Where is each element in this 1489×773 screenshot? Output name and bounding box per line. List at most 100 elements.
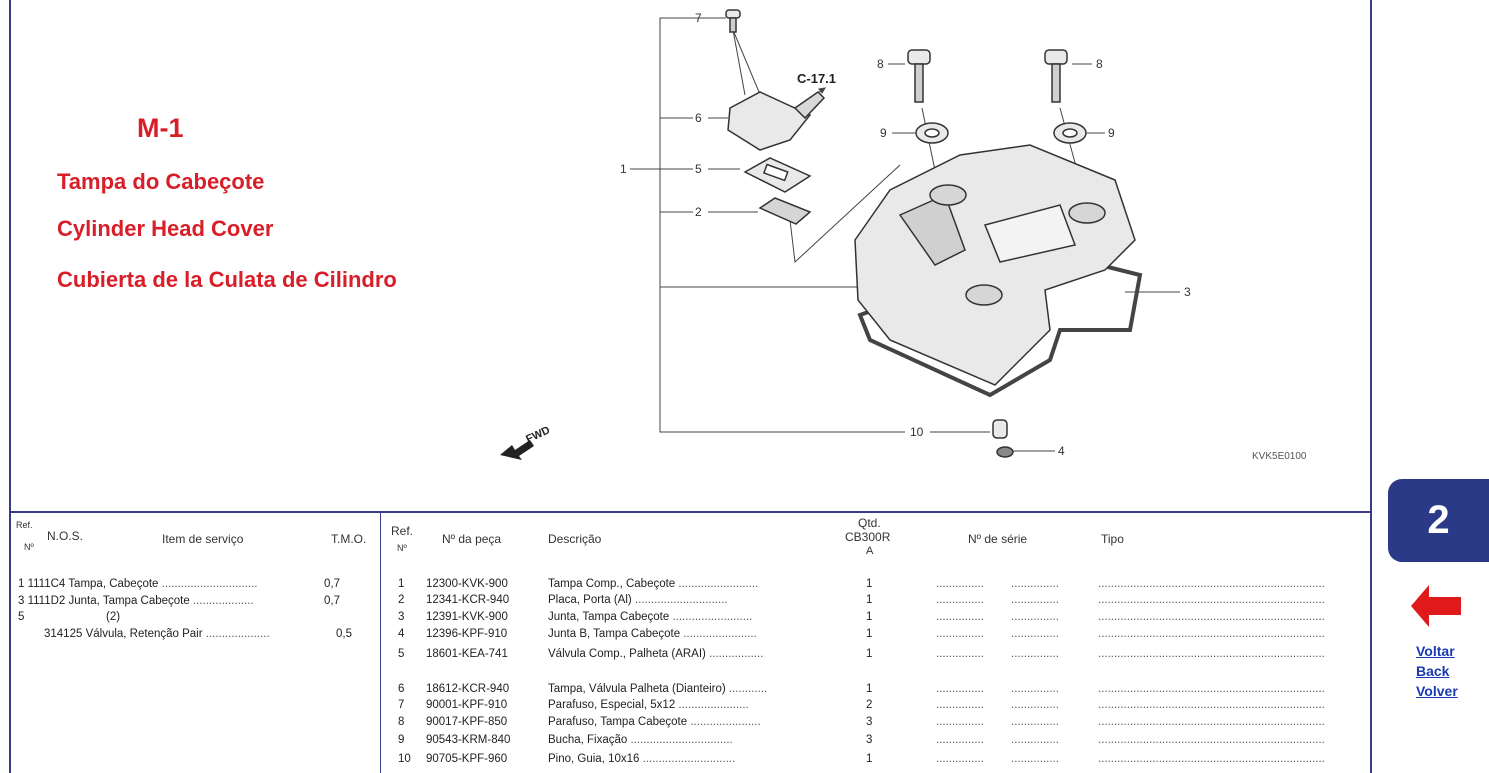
serial-placeholder: ............... bbox=[1011, 648, 1059, 660]
title-english: Cylinder Head Cover bbox=[57, 216, 274, 241]
service-row: 314125 Válvula, Retenção Pair ..........… bbox=[44, 628, 352, 640]
serial-placeholder: ............... bbox=[936, 578, 984, 590]
parts-number-cell: 90001-KPF-910 bbox=[426, 699, 508, 711]
serial-placeholder: ............... bbox=[936, 734, 984, 746]
parts-header-serial: Nº de série bbox=[968, 532, 1028, 546]
serial-placeholder: ............... bbox=[1011, 611, 1059, 623]
callout-5: 5 bbox=[695, 162, 702, 176]
type-placeholder: ........................................… bbox=[1098, 699, 1325, 711]
parts-description-cell: Placa, Porta (Al) ......................… bbox=[548, 594, 728, 606]
svc-header-ref-no: Nº bbox=[24, 542, 34, 552]
type-placeholder: ........................................… bbox=[1098, 594, 1325, 606]
parts-qty-cell: 1 bbox=[866, 611, 873, 623]
serial-placeholder: ............... bbox=[936, 699, 984, 711]
serial-placeholder: ............... bbox=[1011, 753, 1059, 765]
parts-qty-cell: 1 bbox=[866, 753, 873, 765]
exploded-parts-diagram: 7 8 8 6 9 9 1 5 2 3 10 4 C-17.1 FWD KVK5… bbox=[500, 9, 1307, 462]
parts-ref-cell: 9 bbox=[398, 734, 405, 746]
serial-placeholder: ............... bbox=[936, 683, 984, 695]
parts-number-cell: 12396-KPF-910 bbox=[426, 628, 508, 640]
leader-dots: ................. bbox=[705, 648, 764, 660]
image-code: KVK5E0100 bbox=[1252, 451, 1307, 462]
parts-description-cell: Junta, Tampa Cabeçote ..................… bbox=[548, 611, 753, 623]
svc-header-nos: N.O.S. bbox=[47, 529, 84, 543]
parts-qty-cell: 1 bbox=[866, 683, 873, 695]
serial-placeholder: ............... bbox=[936, 628, 984, 640]
callout-reference: C-17.1 bbox=[797, 71, 836, 86]
service-row: 1 1111C4 Tampa, Cabeçote ...............… bbox=[18, 578, 340, 590]
parts-header-variant: A bbox=[866, 545, 874, 557]
leader-dots: ............ bbox=[725, 683, 768, 695]
serial-placeholder: ............... bbox=[936, 716, 984, 728]
type-placeholder: ........................................… bbox=[1098, 734, 1325, 746]
title-portuguese: Tampa do Cabeçote bbox=[57, 169, 265, 194]
volver-link[interactable]: Volver bbox=[1416, 683, 1458, 699]
parts-header-ref-no: Nº bbox=[397, 543, 407, 553]
serial-placeholder: ............... bbox=[936, 611, 984, 623]
service-row: 3 1111D2 Junta, Tampa Cabeçote .........… bbox=[18, 595, 340, 607]
callout-9-left: 9 bbox=[880, 126, 887, 140]
page-number-badge: 2 bbox=[1388, 479, 1489, 562]
parts-description-cell: Parafuso, Tampa Cabeçote ...............… bbox=[548, 716, 761, 728]
parts-header-description: Descrição bbox=[548, 532, 602, 546]
parts-ref-cell: 7 bbox=[398, 699, 405, 711]
parts-qty-cell: 3 bbox=[866, 734, 873, 746]
section-divider bbox=[9, 511, 1372, 513]
table-divider bbox=[380, 511, 381, 773]
parts-header-qty: Qtd. bbox=[858, 516, 881, 530]
parts-qty-cell: 1 bbox=[866, 578, 873, 590]
callout-6: 6 bbox=[695, 111, 702, 125]
serial-placeholder: ............... bbox=[936, 594, 984, 606]
page-frame bbox=[9, 0, 1372, 773]
back-link[interactable]: Back bbox=[1416, 663, 1450, 679]
parts-ref-cell: 5 bbox=[398, 648, 405, 660]
serial-placeholder: ............... bbox=[1011, 699, 1059, 711]
parts-ref-cell: 3 bbox=[398, 611, 405, 623]
serial-placeholder: ............... bbox=[1011, 578, 1059, 590]
parts-number-cell: 90017-KPF-850 bbox=[426, 716, 508, 728]
parts-description-cell: Junta B, Tampa Cabeçote ................… bbox=[548, 628, 757, 640]
leader-dots: ................................ bbox=[627, 734, 733, 746]
callout-10: 10 bbox=[910, 425, 924, 439]
service-row: 5 (2) bbox=[18, 611, 121, 623]
back-arrow-icon[interactable] bbox=[1411, 585, 1461, 627]
leader-dots: ......................... bbox=[669, 611, 753, 623]
serial-placeholder: ............... bbox=[1011, 594, 1059, 606]
serial-placeholder: ............... bbox=[936, 753, 984, 765]
parts-qty-cell: 1 bbox=[866, 628, 873, 640]
type-placeholder: ........................................… bbox=[1098, 683, 1325, 695]
voltar-link[interactable]: Voltar bbox=[1416, 643, 1455, 659]
serial-placeholder: ............... bbox=[1011, 734, 1059, 746]
type-placeholder: ........................................… bbox=[1098, 611, 1325, 623]
callout-8-right: 8 bbox=[1096, 57, 1103, 71]
parts-qty-cell: 2 bbox=[866, 699, 873, 711]
callout-9-right: 9 bbox=[1108, 126, 1115, 140]
serial-placeholder: ............... bbox=[936, 648, 984, 660]
parts-description-cell: Parafuso, Especial, 5x12 ...............… bbox=[548, 699, 749, 711]
callout-7: 7 bbox=[695, 11, 702, 25]
serial-placeholder: ............... bbox=[1011, 628, 1059, 640]
parts-header-ref: Ref. bbox=[391, 524, 414, 538]
type-placeholder: ........................................… bbox=[1098, 716, 1325, 728]
leader-dots: ............................. bbox=[639, 753, 736, 765]
parts-description-cell: Tampa, Válvula Palheta (Dianteiro) .....… bbox=[548, 683, 768, 695]
parts-ref-cell: 4 bbox=[398, 628, 405, 640]
parts-number-cell: 12391-KVK-900 bbox=[426, 611, 508, 623]
section-code: M-1 bbox=[137, 113, 184, 143]
leader-dots: ......................... bbox=[675, 578, 759, 590]
type-placeholder: ........................................… bbox=[1098, 753, 1325, 765]
leader-dots: ...................... bbox=[675, 699, 749, 711]
parts-description-cell: Bucha, Fixação .........................… bbox=[548, 734, 733, 746]
parts-qty-cell: 1 bbox=[866, 648, 873, 660]
leader-dots: ............................. bbox=[631, 594, 728, 606]
callout-1: 1 bbox=[620, 162, 627, 176]
parts-qty-cell: 3 bbox=[866, 716, 873, 728]
title-spanish: Cubierta de la Culata de Cilindro bbox=[57, 267, 397, 292]
svc-header-item: Item de serviço bbox=[162, 532, 244, 546]
parts-header-model: CB300R bbox=[845, 530, 891, 544]
parts-number-cell: 90705-KPF-960 bbox=[426, 753, 508, 765]
leader-dots: ....................... bbox=[680, 628, 757, 640]
fwd-label: FWD bbox=[524, 424, 552, 445]
parts-ref-cell: 8 bbox=[398, 716, 405, 728]
parts-number-cell: 18612-KCR-940 bbox=[426, 683, 510, 695]
